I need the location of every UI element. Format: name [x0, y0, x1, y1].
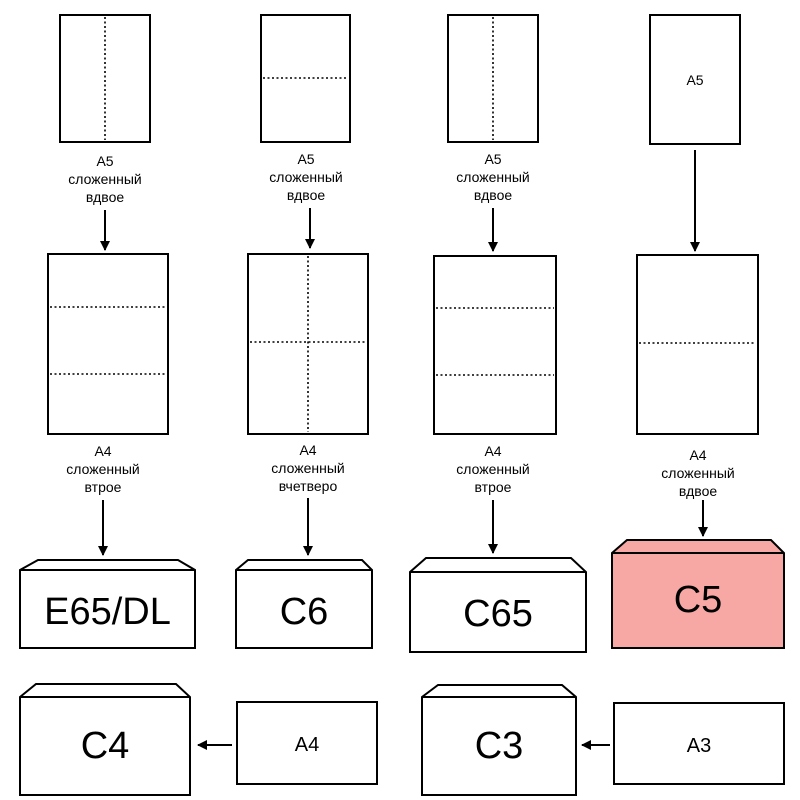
sheet-label-a3: A3 [686, 735, 712, 757]
a4-sheet-3 [433, 255, 557, 435]
envelope-label-c3: C3 [474, 725, 524, 767]
a5-sheet-3 [447, 14, 539, 143]
a5-sheet-4 [649, 14, 741, 145]
sheet-label-a4: A4 [294, 734, 320, 756]
a5-sheet-2 [260, 14, 351, 143]
a4-sheet-2 [247, 253, 369, 435]
envelope-label-c6: C6 [279, 591, 329, 633]
a5-sheet-1 [59, 14, 151, 143]
envelope-label-c5: C5 [673, 579, 723, 621]
a4-sheet-4 [636, 254, 759, 435]
envelope-label-c4: C4 [80, 725, 130, 767]
envelope-label-c65: C65 [463, 593, 533, 635]
a4-sheet-1 [47, 253, 169, 435]
a4-sheet-bottom [236, 701, 378, 785]
envelope-label-e65-dl: E65/DL [44, 591, 171, 633]
a3-sheet-bottom [613, 702, 785, 785]
a5-sheet-label-4: A5 [686, 72, 704, 88]
